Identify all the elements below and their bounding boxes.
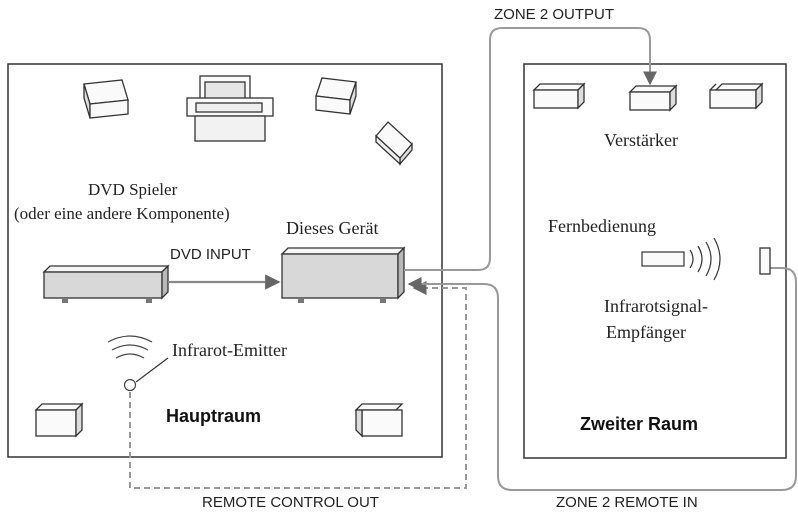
zone2-speaker-right	[709, 82, 764, 110]
speaker-front-left	[83, 79, 129, 119]
main-room-label: Hauptraum	[166, 406, 262, 426]
second-room-frame	[523, 63, 787, 459]
dvd-player-label-line2: (oder eine andere Komponente)	[14, 204, 230, 223]
remote-control	[641, 237, 721, 281]
center-speaker-tv	[186, 75, 274, 142]
zone2-output-cable	[404, 27, 657, 271]
amplifier-unit	[628, 84, 678, 112]
this-unit-label: Dieses Gerät	[286, 218, 379, 238]
speaker-rear-right	[354, 403, 404, 438]
remote-control-out-cable	[129, 281, 467, 489]
speaker-front-right	[315, 77, 357, 115]
remote-control-out-label: REMOTE CONTROL OUT	[202, 494, 379, 511]
ir-emitter	[107, 335, 169, 392]
ir-receiver	[759, 247, 771, 275]
speaker-subwoofer	[375, 121, 413, 166]
ir-emitter-label: Infrarot-Emitter	[172, 340, 287, 360]
remote-control-label: Fernbedienung	[548, 216, 656, 236]
zone2-remote-in-cable	[407, 267, 797, 491]
zone2-remote-in-label: ZONE 2 REMOTE IN	[556, 494, 698, 511]
dvd-input-label: DVD INPUT	[170, 246, 251, 263]
dvd-player-label-line1: DVD Spieler	[88, 180, 178, 199]
ir-receiver-label-line2: Empfänger	[606, 322, 686, 342]
dvd-player	[42, 264, 170, 303]
this-unit-receiver	[280, 246, 406, 303]
zone2-speaker-left	[532, 82, 586, 110]
main-room-frame	[7, 63, 443, 458]
speaker-rear-left	[34, 402, 84, 438]
amplifier-label: Verstärker	[604, 130, 678, 150]
ir-receiver-label-line1: Infrarotsignal-	[604, 296, 708, 316]
second-room-label: Zweiter Raum	[580, 414, 699, 434]
zone2-output-label: ZONE 2 OUTPUT	[494, 6, 615, 23]
